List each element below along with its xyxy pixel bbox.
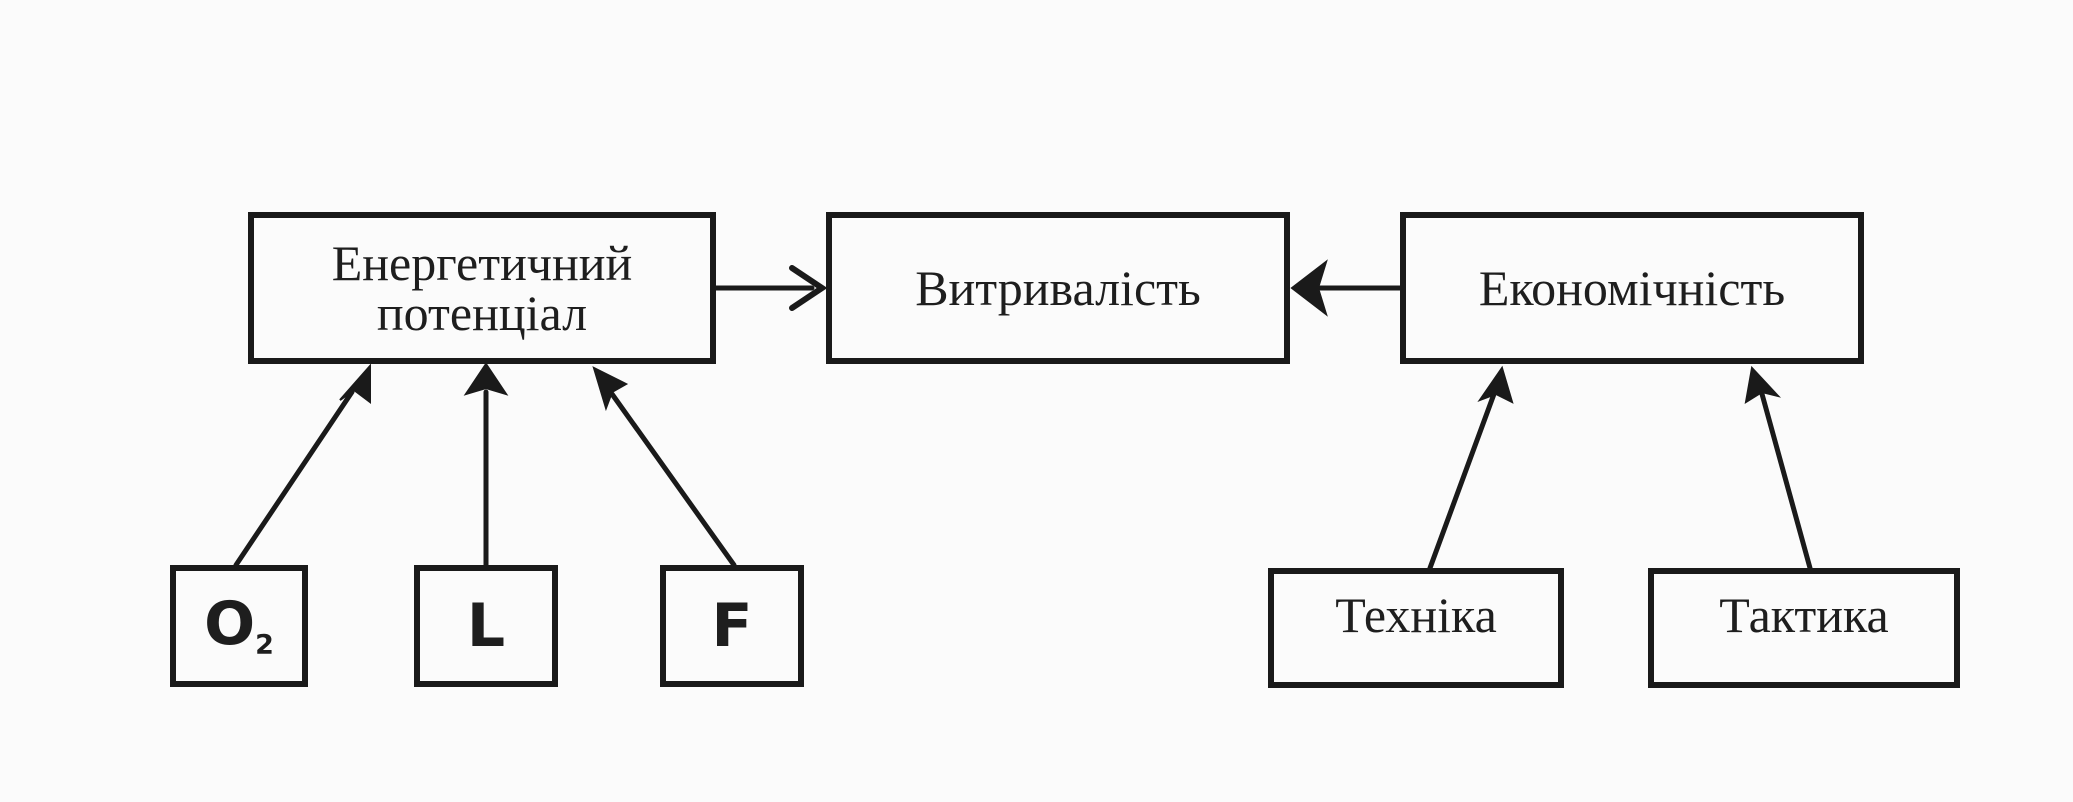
node-economy-label: Економічність <box>1478 260 1786 316</box>
node-o2: O2 <box>170 565 308 687</box>
node-f: F <box>660 565 804 687</box>
node-technique-label: Техніка <box>1335 587 1497 643</box>
node-endurance-label: Витривалість <box>915 260 1201 316</box>
arrowhead-open <box>789 265 828 311</box>
node-economy: Економічність <box>1400 212 1864 364</box>
arrowhead-filled <box>1477 365 1514 404</box>
node-tactics-label: Тактика <box>1719 587 1889 643</box>
node-energy-potential-line2: потенціал <box>376 285 588 341</box>
arrowhead-filled <box>1744 365 1782 405</box>
edge-tactics-to-economy <box>1759 391 1813 571</box>
node-endurance: Витривалість <box>826 212 1290 364</box>
node-o2-label: O <box>204 588 256 659</box>
arrowhead-filled <box>339 363 371 404</box>
node-technique: Техніка <box>1268 568 1564 688</box>
node-tactics: Тактика <box>1648 568 1960 688</box>
arrowhead-filled <box>463 362 509 396</box>
arrowhead-filled <box>592 366 629 412</box>
node-l-label: L <box>466 591 506 661</box>
node-energy-potential: Енергетичний потенціал <box>248 212 716 364</box>
edge-o2-to-energy <box>233 389 355 568</box>
edge-f-to-energy <box>609 391 737 568</box>
edge-technique-to-economy <box>1427 391 1497 571</box>
node-f-label: F <box>711 591 753 661</box>
node-o2-subscript: 2 <box>255 629 274 661</box>
node-energy-potential-line1: Енергетичний <box>331 235 633 291</box>
arrowhead-filled <box>1290 259 1328 317</box>
node-l: L <box>414 565 558 687</box>
